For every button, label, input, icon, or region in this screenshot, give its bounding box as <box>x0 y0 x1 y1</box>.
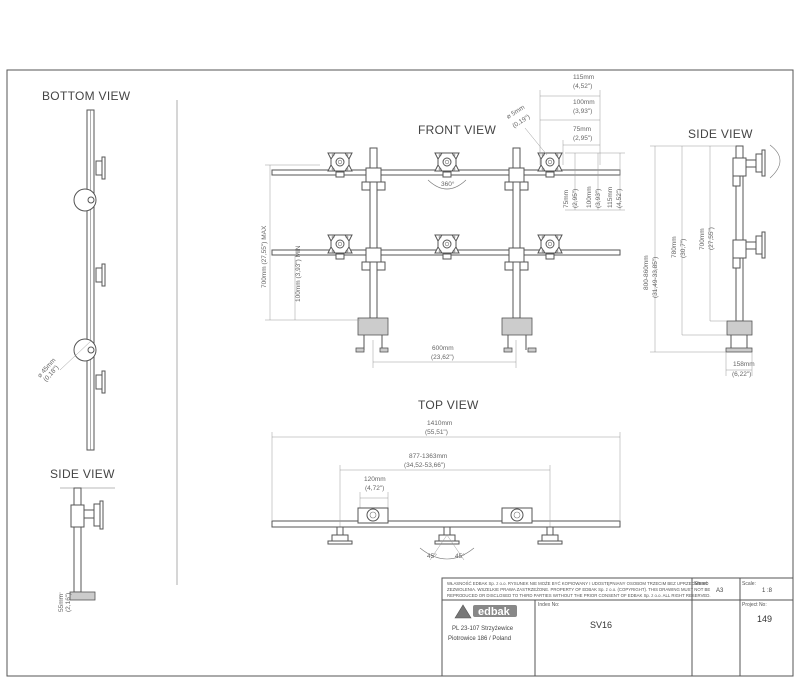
vesa-v100: 100mm <box>586 186 593 208</box>
vesa-v75-in: (2,95") <box>572 189 579 208</box>
screen-span-in: (34,52-53,66") <box>404 462 445 469</box>
side-view-right-title: SIDE VIEW <box>688 127 753 141</box>
max-height-dimension: 700mm (27,55") MAX <box>261 225 268 288</box>
copyright-line-1: WŁASNOŚĆ EDBAK Sp. z o.o. RYSUNEK NIE MO… <box>447 581 709 586</box>
front-view: FRONT VIEW <box>261 74 625 368</box>
pole-height-780: 780mm <box>671 236 678 258</box>
total-height: 800-860mm <box>643 255 650 290</box>
sheet-value: A3 <box>716 588 724 594</box>
top-view-title: TOP VIEW <box>418 398 479 412</box>
vesa-115: 115mm <box>573 74 594 81</box>
pole-height-700-in: (27,55") <box>708 227 715 250</box>
total-width: 1410mm <box>427 420 452 427</box>
vesa-75-in: (2,95") <box>573 135 592 142</box>
screen-span: 877-1363mm <box>409 453 447 460</box>
swivel-left: 45° <box>427 552 437 560</box>
scale-value: 1 :8 <box>762 588 773 594</box>
front-view-title: FRONT VIEW <box>418 123 496 137</box>
address-line-2: Piotrowice 186 / Poland <box>448 636 511 642</box>
base-width-in: (4,72") <box>365 485 384 492</box>
base-depth-in: (6,22") <box>732 371 751 378</box>
drawing-frame <box>6 69 794 677</box>
vesa-115-in: (4,52") <box>573 83 592 90</box>
min-height-dimension: 100mm (3,93") MIN <box>295 245 302 302</box>
pole-spacing: 600mm <box>432 345 454 352</box>
vesa-100-in: (3,93") <box>573 108 592 115</box>
index-label: Index No: <box>538 602 559 608</box>
total-width-in: (55,51") <box>425 429 448 436</box>
side-view-left-title: SIDE VIEW <box>50 467 115 481</box>
base-depth: 158mm <box>733 361 755 368</box>
vesa-v100-in: (3,93") <box>595 189 602 208</box>
pole-spacing-in: (23,62") <box>431 354 454 361</box>
edbak-logo: edbak <box>454 604 517 619</box>
index-value: SV16 <box>590 620 612 630</box>
vesa-v115-in: (4,52") <box>616 189 623 208</box>
title-block: WŁASNOŚĆ EDBAK Sp. z o.o. RYSUNEK NIE MO… <box>441 577 794 677</box>
base-height: 55mm <box>58 594 65 612</box>
vesa-75: 75mm <box>573 126 591 133</box>
side-view-right: SIDE VIEW 800-860mm (31,49-33,85") 780mm… <box>643 127 781 378</box>
top-view: TOP VIEW 1410mm (55,51") 877-1363mm (34,… <box>271 398 621 561</box>
svg-text:edbak: edbak <box>478 606 511 618</box>
vesa-v115: 115mm <box>607 187 614 208</box>
scale-label: Scale: <box>742 581 756 587</box>
total-height-in: (31,49-33,85") <box>652 257 659 298</box>
pole-height-780-in: (30,7") <box>680 239 687 258</box>
vesa-100: 100mm <box>573 99 595 106</box>
bottom-view: BOTTOM VIEW ⌀ 45mm (0,18") <box>36 89 131 451</box>
project-label: Project No: <box>742 602 767 608</box>
base-width: 120mm <box>364 476 386 483</box>
project-value: 149 <box>757 614 772 624</box>
bottom-view-title: BOTTOM VIEW <box>42 89 131 103</box>
vesa-v75: 75mm <box>563 190 570 208</box>
sheet-label: Sheet: <box>694 581 708 587</box>
side-view-left: SIDE VIEW 55mm (2,16") <box>50 467 115 612</box>
pole-height-700: 700mm <box>699 228 706 250</box>
copyright-line-3: REPRODUCED OR DISCLOSED TO THIRD PARTIES… <box>447 593 711 598</box>
swivel-right: 45° <box>455 552 465 560</box>
copyright-line-2: ZEZWOLENIA. WSZELKIE PRAWA ZASTRZEŻONE. … <box>447 587 710 592</box>
base-height-in: (2,16") <box>65 593 72 612</box>
rotation-angle: 360° <box>441 180 455 188</box>
address-line-1: PL 23-107 Strzyżewice <box>452 626 514 632</box>
